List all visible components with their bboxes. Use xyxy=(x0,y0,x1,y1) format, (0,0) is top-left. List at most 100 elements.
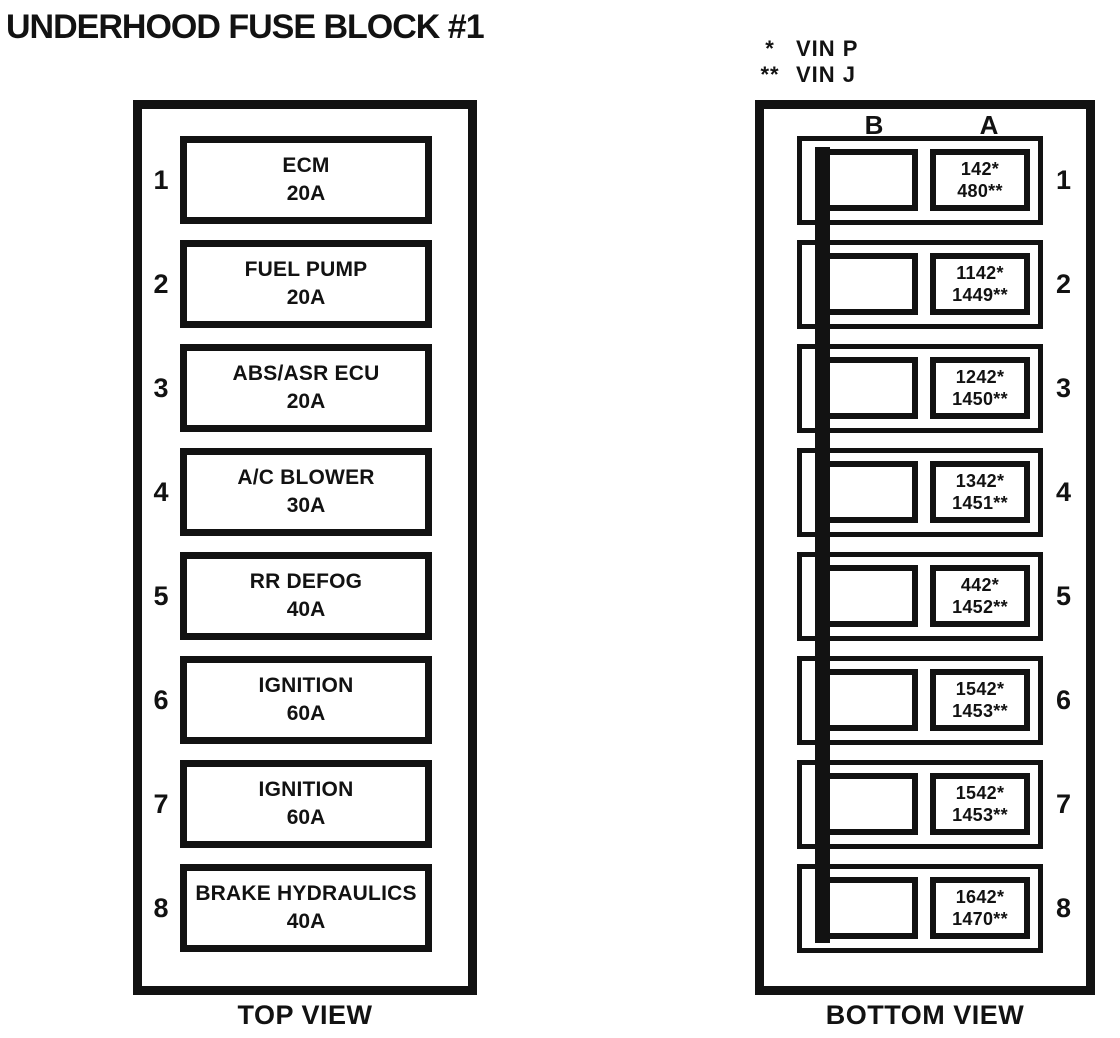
circuit-number-vin-p: 1542* xyxy=(955,782,1005,803)
fuse-amp-rating: 60A xyxy=(286,805,326,829)
circuit-number-vin-j: 1452** xyxy=(952,597,1008,617)
circuit-number-vin-j: 1449** xyxy=(952,285,1008,305)
cavity-number: 5 xyxy=(1056,581,1072,611)
column-header-b: B xyxy=(864,110,884,140)
cavity-outer-box: 1142* 1449** xyxy=(797,240,1043,329)
fuse-amp-rating: 40A xyxy=(286,597,326,621)
fuse-block-top-view-panel: 1 ECM 20A 2 FUEL PUMP 20A 3 ABS/ASR ECU … xyxy=(133,100,477,995)
fuse-box: IGNITION 60A xyxy=(180,760,432,848)
fuse-number: 1 xyxy=(153,164,169,195)
cavity-outer-box: 1342* 1451** xyxy=(797,448,1043,537)
cavity-list: 142* 480** 1 1142* 1449** 2 1242* 1450**… xyxy=(764,109,1086,953)
cavity-slot-b xyxy=(818,773,918,835)
fuse-number: 3 xyxy=(153,372,169,403)
top-view-caption: TOP VIEW xyxy=(237,1000,373,1030)
cavity-outer-box: 442* 1452** xyxy=(797,552,1043,641)
fuse-row: 5 RR DEFOG 40A xyxy=(142,552,468,640)
legend-row-vin-j: ** VIN J xyxy=(752,62,858,88)
legend-label-vin-p: VIN P xyxy=(796,36,859,61)
cavity-number: 3 xyxy=(1056,373,1072,403)
circuit-number-vin-p: 442* xyxy=(960,574,1000,595)
cavity-slot-b xyxy=(818,669,918,731)
cavity-outer-box: 1542* 1453** xyxy=(797,656,1043,745)
circuit-number-vin-j: 1470** xyxy=(952,909,1008,929)
fuse-row: 6 IGNITION 60A xyxy=(142,656,468,744)
bus-bar-line xyxy=(815,147,830,943)
circuit-number-vin-j: 1453** xyxy=(952,805,1008,825)
fuse-number: 7 xyxy=(153,788,169,819)
fuse-number: 2 xyxy=(153,268,169,299)
cavity-number: 7 xyxy=(1056,789,1072,819)
fuse-box: BRAKE HYDRAULICS 40A xyxy=(180,864,432,952)
page-title: UNDERHOOD FUSE BLOCK #1 xyxy=(6,8,485,46)
circuit-number-vin-j: 1453** xyxy=(952,701,1008,721)
cavity-slot-b xyxy=(818,357,918,419)
cavity-slot-b xyxy=(818,877,918,939)
fuse-number: 5 xyxy=(153,580,169,611)
cavity-row: 1542* 1453** 7 xyxy=(764,760,1086,849)
cavity-slot-a: 142* 480** xyxy=(930,149,1030,211)
cavity-row: 1542* 1453** 6 xyxy=(764,656,1086,745)
cavity-slot-b xyxy=(818,149,918,211)
cavity-row: 442* 1452** 5 xyxy=(764,552,1086,641)
cavity-slot-a: 1142* 1449** xyxy=(930,253,1030,315)
circuit-number-vin-j: 1451** xyxy=(952,493,1008,513)
fuse-amp-rating: 30A xyxy=(286,493,326,517)
fuse-number: 4 xyxy=(153,476,169,507)
fuse-list: 1 ECM 20A 2 FUEL PUMP 20A 3 ABS/ASR ECU … xyxy=(142,109,468,952)
cavity-outer-box: 142* 480** xyxy=(797,136,1043,225)
fuse-row: 4 A/C BLOWER 30A xyxy=(142,448,468,536)
fuse-name: ABS/ASR ECU xyxy=(232,362,380,386)
fuse-box: ECM 20A xyxy=(180,136,432,224)
circuit-number-vin-p: 1142* xyxy=(956,262,1004,283)
fuse-row: 2 FUEL PUMP 20A xyxy=(142,240,468,328)
cavity-slot-a: 1542* 1453** xyxy=(930,669,1030,731)
fuse-row: 8 BRAKE HYDRAULICS 40A xyxy=(142,864,468,952)
cavity-slot-b xyxy=(818,565,918,627)
fuse-row: 1 ECM 20A xyxy=(142,136,468,224)
fuse-amp-rating: 20A xyxy=(286,181,326,205)
fuse-name: ECM xyxy=(282,154,330,178)
cavity-slot-a: 1642* 1470** xyxy=(930,877,1030,939)
fuse-amp-rating: 20A xyxy=(286,389,326,413)
cavity-number: 8 xyxy=(1056,893,1072,923)
cavity-number: 2 xyxy=(1056,269,1072,299)
fuse-name: FUEL PUMP xyxy=(244,258,368,282)
fuse-name: IGNITION xyxy=(258,674,354,698)
circuit-number-vin-p: 1542* xyxy=(955,678,1005,699)
cavity-slot-a: 442* 1452** xyxy=(930,565,1030,627)
circuit-number-vin-p: 1642* xyxy=(955,886,1005,907)
fuse-box: IGNITION 60A xyxy=(180,656,432,744)
vin-legend: * VIN P ** VIN J xyxy=(752,36,858,88)
circuit-number-vin-p: 142* xyxy=(960,158,1000,179)
legend-row-vin-p: * VIN P xyxy=(752,36,858,62)
fuse-name: BRAKE HYDRAULICS xyxy=(195,882,417,906)
cavity-number: 4 xyxy=(1056,477,1072,507)
fuse-box: FUEL PUMP 20A xyxy=(180,240,432,328)
fuse-row: 3 ABS/ASR ECU 20A xyxy=(142,344,468,432)
cavity-outer-box: 1242* 1450** xyxy=(797,344,1043,433)
circuit-number-vin-j: 1450** xyxy=(952,389,1008,409)
cavity-slot-a: 1342* 1451** xyxy=(930,461,1030,523)
fuse-name: RR DEFOG xyxy=(249,570,363,594)
column-header-a: A xyxy=(979,110,999,140)
cavity-row: 1642* 1470** 8 xyxy=(764,864,1086,953)
fuse-name: IGNITION xyxy=(258,778,354,802)
fuse-name: A/C BLOWER xyxy=(237,466,375,490)
cavity-slot-b xyxy=(818,461,918,523)
fuse-block-bottom-view-panel: B A 142* 480** 1 1142* 1449** 2 1242* 14… xyxy=(755,100,1095,995)
cavity-number: 6 xyxy=(1056,685,1072,715)
cavity-row: 1242* 1450** 3 xyxy=(764,344,1086,433)
cavity-outer-box: 1642* 1470** xyxy=(797,864,1043,953)
cavity-slot-a: 1542* 1453** xyxy=(930,773,1030,835)
fuse-box: ABS/ASR ECU 20A xyxy=(180,344,432,432)
cavity-row: 142* 480** 1 xyxy=(764,136,1086,225)
bottom-view-caption: BOTTOM VIEW xyxy=(825,1000,1025,1030)
circuit-number-vin-j: 480** xyxy=(957,181,1003,201)
legend-symbol-single-asterisk: * xyxy=(765,36,775,61)
fuse-amp-rating: 60A xyxy=(286,701,326,725)
circuit-number-vin-p: 1242* xyxy=(955,366,1005,387)
cavity-slot-a: 1242* 1450** xyxy=(930,357,1030,419)
cavity-number: 1 xyxy=(1056,165,1072,195)
legend-symbol-double-asterisk: ** xyxy=(760,62,780,87)
